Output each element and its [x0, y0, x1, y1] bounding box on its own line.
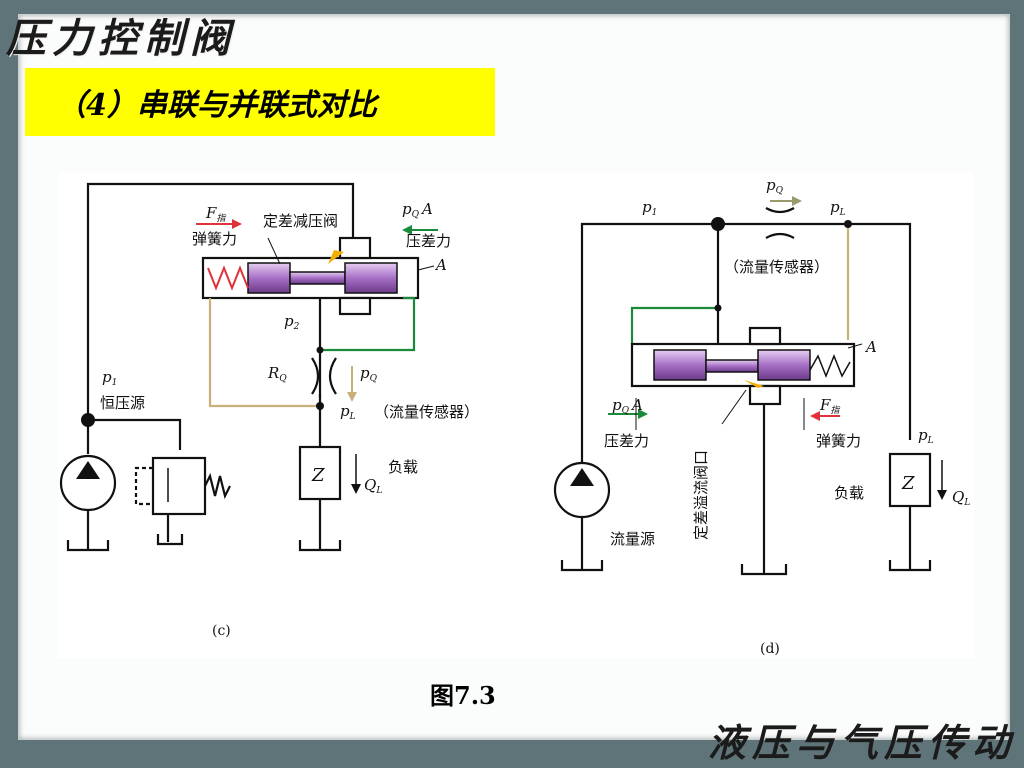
- c-spring: [207, 265, 249, 291]
- c-orifice-left: [311, 357, 320, 395]
- d-pump-tank: [560, 560, 604, 572]
- d-port-leader: [721, 389, 747, 425]
- c-pump-tank: [66, 540, 110, 552]
- header-title: 压力控制阀: [6, 15, 236, 62]
- c-valve-top-port: [338, 236, 372, 260]
- d-pq-label: pQ: [766, 176, 784, 196]
- d-pqa-arrowhead: [638, 409, 648, 419]
- d-spool-stem: [705, 359, 759, 373]
- d-spring: [809, 353, 851, 379]
- c-flow-arrow: [328, 250, 344, 264]
- c-tan-line: [208, 298, 320, 408]
- d-figure-label: (d): [760, 641, 780, 657]
- d-pressure-diff: 压差力: [604, 432, 649, 450]
- d-z-label: Z: [901, 473, 915, 494]
- d-area-a: A: [864, 338, 877, 356]
- c-f-label: F指: [205, 204, 226, 224]
- d-orifice-bottom: [765, 232, 795, 239]
- d-sensor-label: （流量传感器）: [724, 258, 829, 276]
- c-junction-p1: [81, 413, 95, 427]
- d-force-arrowhead: [810, 411, 820, 421]
- subtitle: （4）串联与并联式对比: [56, 88, 377, 123]
- d-spool-right-land: [757, 349, 811, 381]
- hydraulic-diagram: F指 弹簧力 定差减压阀 pQA 压差力 A p2 RQ pQ p1 恒压源 p…: [59, 176, 970, 657]
- c-spool-right-land: [344, 262, 398, 294]
- c-pressure-diff: 压差力: [406, 232, 451, 250]
- c-relief-pilot: [134, 466, 153, 506]
- c-junction-pl: [316, 402, 324, 410]
- d-port-label: 定差溢流阀口: [692, 450, 710, 540]
- d-pl-right-label: pL: [918, 426, 934, 446]
- c-pqa-arrowhead: [402, 225, 412, 235]
- c-valve-name: 定差减压阀: [263, 212, 338, 230]
- d-spool-left-land: [653, 349, 707, 381]
- footer-title: 液压与气压传动: [707, 720, 1016, 765]
- subtitle-highlight: [25, 68, 495, 136]
- c-pq-label: pQ: [360, 364, 378, 384]
- diagram-d: [553, 207, 932, 576]
- d-main-line: [580, 222, 912, 462]
- c-p2-label: p2: [284, 312, 300, 332]
- d-flow-arrow: [744, 380, 764, 388]
- c-green-feedback: [320, 296, 416, 352]
- d-green-line: [630, 306, 718, 344]
- c-relief-spring: [204, 472, 231, 500]
- c-valve-bottom-port: [338, 296, 372, 316]
- c-ql-arrowhead: [351, 484, 361, 494]
- c-spring-force: 弹簧力: [192, 230, 237, 248]
- c-pl-label: pL: [340, 402, 356, 422]
- c-spool-left-land: [247, 262, 291, 294]
- c-force-arrowhead: [232, 219, 242, 229]
- c-z-label: Z: [311, 465, 325, 486]
- c-pump-triangle: [76, 461, 100, 479]
- c-supply-line: [86, 182, 355, 420]
- d-junction-pl: [844, 220, 852, 228]
- d-ql-label: QL: [952, 488, 970, 508]
- d-p1-label: p1: [642, 198, 657, 218]
- c-orifice-right: [328, 357, 337, 395]
- d-pump-triangle: [570, 468, 594, 486]
- d-junction-main: [711, 217, 725, 231]
- c-relief-line: [88, 418, 182, 450]
- d-pq-arrowhead: [792, 196, 802, 206]
- d-overflow-tank: [740, 564, 788, 576]
- c-tank: [298, 540, 342, 552]
- c-area-leader: [417, 265, 435, 271]
- c-spool-stem: [289, 271, 346, 285]
- c-ql-label: QL: [364, 476, 382, 496]
- d-f-label: F指: [819, 396, 840, 416]
- figure-caption: 图7.3: [430, 681, 496, 710]
- c-p1-label: p1: [102, 368, 117, 388]
- c-pq-arrowhead: [347, 392, 357, 402]
- d-valve-top-port: [748, 326, 782, 346]
- c-figure-label: (c): [212, 623, 231, 639]
- d-ql-arrowhead: [937, 490, 947, 500]
- c-junction-p2: [316, 346, 324, 354]
- c-relief-tank: [156, 534, 184, 546]
- d-orifice-top: [765, 207, 795, 214]
- c-rq-label: RQ: [267, 364, 287, 384]
- d-pl-top-label: pL: [830, 198, 846, 218]
- d-source-label: 流量源: [610, 530, 655, 548]
- c-relief-valve: [151, 456, 207, 516]
- c-load-label: 负载: [388, 458, 418, 476]
- c-sensor-label: （流量传感器）: [374, 403, 479, 421]
- c-source-label: 恒压源: [100, 394, 145, 412]
- d-load-tank: [888, 560, 932, 572]
- d-junction-branch: [714, 304, 722, 312]
- d-spring-force: 弹簧力: [816, 432, 861, 450]
- c-area-a: A: [434, 256, 447, 274]
- c-valve-leader: [267, 237, 281, 265]
- d-valve-bottom-port: [748, 384, 782, 406]
- d-area-leader: [847, 343, 863, 349]
- d-load-label: 负载: [834, 484, 864, 502]
